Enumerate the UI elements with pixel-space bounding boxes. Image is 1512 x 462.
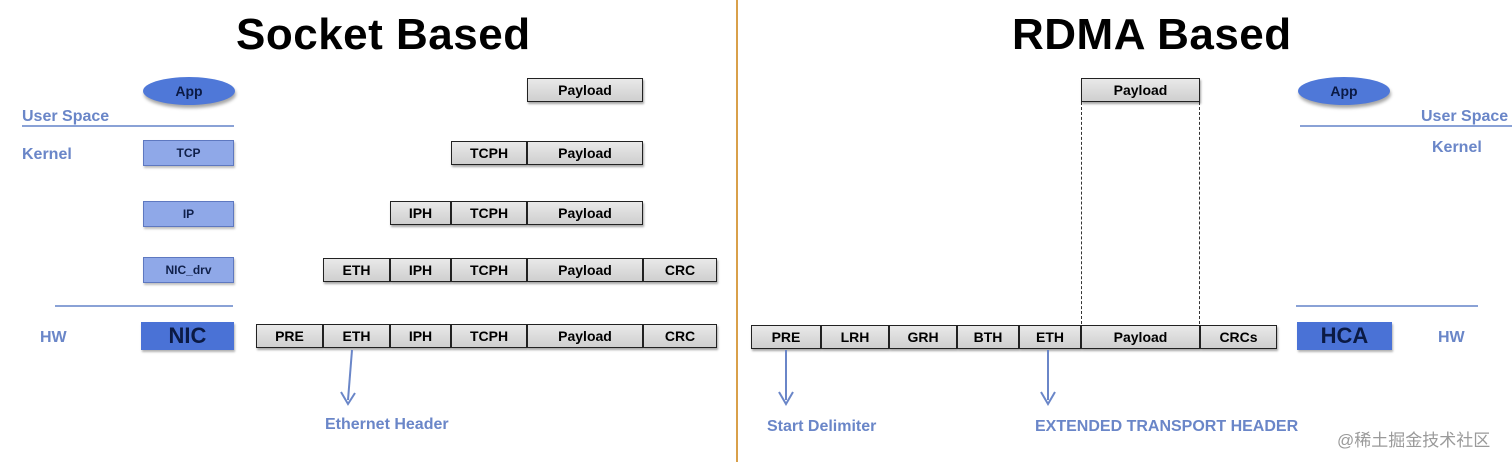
hca-box: HCA — [1297, 322, 1392, 350]
user-space-label: User Space — [22, 108, 110, 125]
packet-field-tcph: TCPH — [451, 201, 527, 225]
hw-line — [55, 305, 233, 307]
packet-field-eth: ETH — [323, 324, 390, 348]
packet-field-payload: Payload — [527, 201, 643, 225]
packet-field-crc: CRC — [643, 324, 717, 348]
nic-box: NIC — [141, 322, 234, 350]
section-divider — [736, 0, 738, 462]
kernel-label: Kernel — [1432, 139, 1482, 156]
user-space-label: User Space — [1421, 108, 1509, 125]
hw-label: HW — [40, 329, 67, 346]
nic-drv-layer: NIC_drv — [143, 257, 234, 283]
ethernet-header-arrow — [340, 349, 356, 406]
packet-field-tcph: TCPH — [451, 324, 527, 348]
packet-field-grh: GRH — [889, 325, 957, 349]
ip-layer: IP — [143, 201, 234, 227]
packet-field-payload: Payload — [1081, 325, 1200, 349]
packet-field-eth: ETH — [1019, 325, 1081, 349]
ext-header-arrow — [1040, 350, 1056, 406]
user-space-line — [1300, 125, 1512, 127]
tcp-layer: TCP — [143, 140, 234, 166]
payload-guide-left — [1081, 102, 1082, 324]
packet-field-iph: IPH — [390, 258, 451, 282]
packet-field-bth: BTH — [957, 325, 1019, 349]
packet-field-payload: Payload — [1081, 78, 1200, 102]
packet-field-tcph: TCPH — [451, 258, 527, 282]
packet-field-payload: Payload — [527, 141, 643, 165]
start-delimiter-label: Start Delimiter — [767, 418, 877, 435]
app-ellipse: App — [1298, 77, 1390, 105]
packet-field-iph: IPH — [390, 201, 451, 225]
packet-field-pre: PRE — [751, 325, 821, 349]
packet-field-pre: PRE — [256, 324, 323, 348]
packet-field-crcs: CRCs — [1200, 325, 1277, 349]
start-delimiter-arrow — [778, 350, 794, 406]
socket-based-title: Socket Based — [236, 10, 531, 59]
packet-field-payload: Payload — [527, 258, 643, 282]
watermark: @稀土掘金技术社区 — [1337, 431, 1491, 450]
packet-field-tcph: TCPH — [451, 141, 527, 165]
extended-transport-header-label: EXTENDED TRANSPORT HEADER — [1035, 418, 1299, 435]
packet-field-crc: CRC — [643, 258, 717, 282]
packet-field-iph: IPH — [390, 324, 451, 348]
hw-line — [1296, 305, 1478, 307]
packet-field-payload: Payload — [527, 78, 643, 102]
hw-label: HW — [1438, 329, 1465, 346]
user-space-line — [22, 125, 234, 127]
app-ellipse: App — [143, 77, 235, 105]
packet-field-lrh: LRH — [821, 325, 889, 349]
kernel-label: Kernel — [22, 146, 72, 163]
ethernet-header-label: Ethernet Header — [325, 416, 449, 433]
packet-field-eth: ETH — [323, 258, 390, 282]
packet-field-payload: Payload — [527, 324, 643, 348]
rdma-based-title: RDMA Based — [1012, 10, 1292, 59]
payload-guide-right — [1199, 102, 1200, 324]
